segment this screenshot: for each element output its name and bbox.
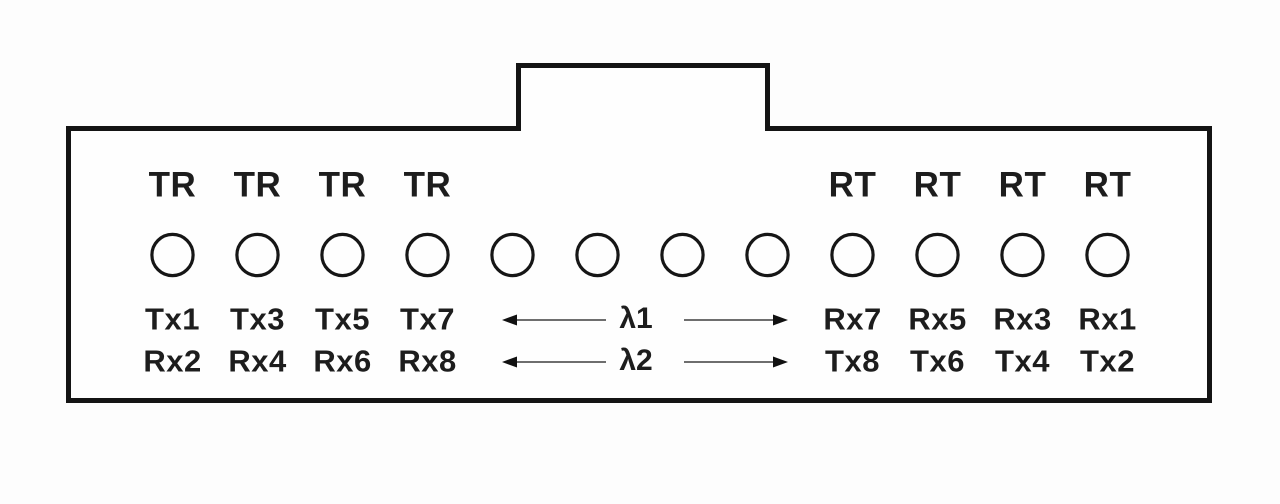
port-circle-3	[320, 232, 365, 278]
lambda1-right-arrow-head	[773, 314, 788, 326]
pin-label-tx7: Tx7	[400, 301, 455, 337]
lambda1-left-arrow	[502, 314, 606, 326]
pin-label-rx3: Rx3	[993, 301, 1052, 337]
pin-label-tx3: Tx3	[230, 301, 285, 337]
connector-outline	[66, 63, 1212, 403]
pin-label-rx5: Rx5	[908, 301, 967, 337]
pin-label-rx1: Rx1	[1078, 301, 1137, 337]
right-group-label-2: RT	[913, 165, 962, 205]
port-circle-6	[575, 232, 620, 278]
left-group-label-2: TR	[233, 165, 282, 205]
pin-label-tx6: Tx6	[910, 343, 965, 379]
lambda2-left-arrow-head	[502, 356, 517, 368]
lambda1-label: λ1	[619, 302, 653, 335]
lambda2-right-arrow	[684, 356, 788, 368]
left-group-label-1: TR	[148, 165, 197, 205]
pin-label-tx2: Tx2	[1080, 343, 1135, 379]
lambda1-left-arrow-head	[502, 314, 517, 326]
port-circle-7	[660, 232, 705, 278]
port-circle-12	[1085, 232, 1130, 278]
pin-label-rx4: Rx4	[228, 343, 287, 379]
pin-label-rx2: Rx2	[143, 343, 202, 379]
pin-label-tx8: Tx8	[825, 343, 880, 379]
pin-label-tx4: Tx4	[995, 343, 1050, 379]
lambda1-right-arrow	[684, 314, 788, 326]
port-circle-9	[830, 232, 875, 278]
port-circle-10	[915, 232, 960, 278]
pin-label-rx7: Rx7	[823, 301, 882, 337]
port-circle-1	[150, 232, 195, 278]
port-circle-2	[235, 232, 280, 278]
left-group-label-4: TR	[403, 165, 452, 205]
left-group-label-3: TR	[318, 165, 367, 205]
lambda2-left-arrow	[502, 356, 606, 368]
right-group-label-4: RT	[1083, 165, 1132, 205]
port-circle-4	[405, 232, 450, 278]
pin-label-tx1: Tx1	[145, 301, 200, 337]
lambda2-label: λ2	[619, 344, 653, 377]
lambda2-right-arrow-head	[773, 356, 788, 368]
port-circle-5	[490, 232, 535, 278]
port-circle-11	[1000, 232, 1045, 278]
right-group-label-1: RT	[828, 165, 877, 205]
pin-label-rx6: Rx6	[313, 343, 372, 379]
right-group-label-3: RT	[998, 165, 1047, 205]
port-row	[150, 232, 1130, 278]
port-circle-8	[745, 232, 790, 278]
pin-label-rx8: Rx8	[398, 343, 457, 379]
pin-label-tx5: Tx5	[315, 301, 370, 337]
wavelength-arrows	[502, 314, 788, 368]
